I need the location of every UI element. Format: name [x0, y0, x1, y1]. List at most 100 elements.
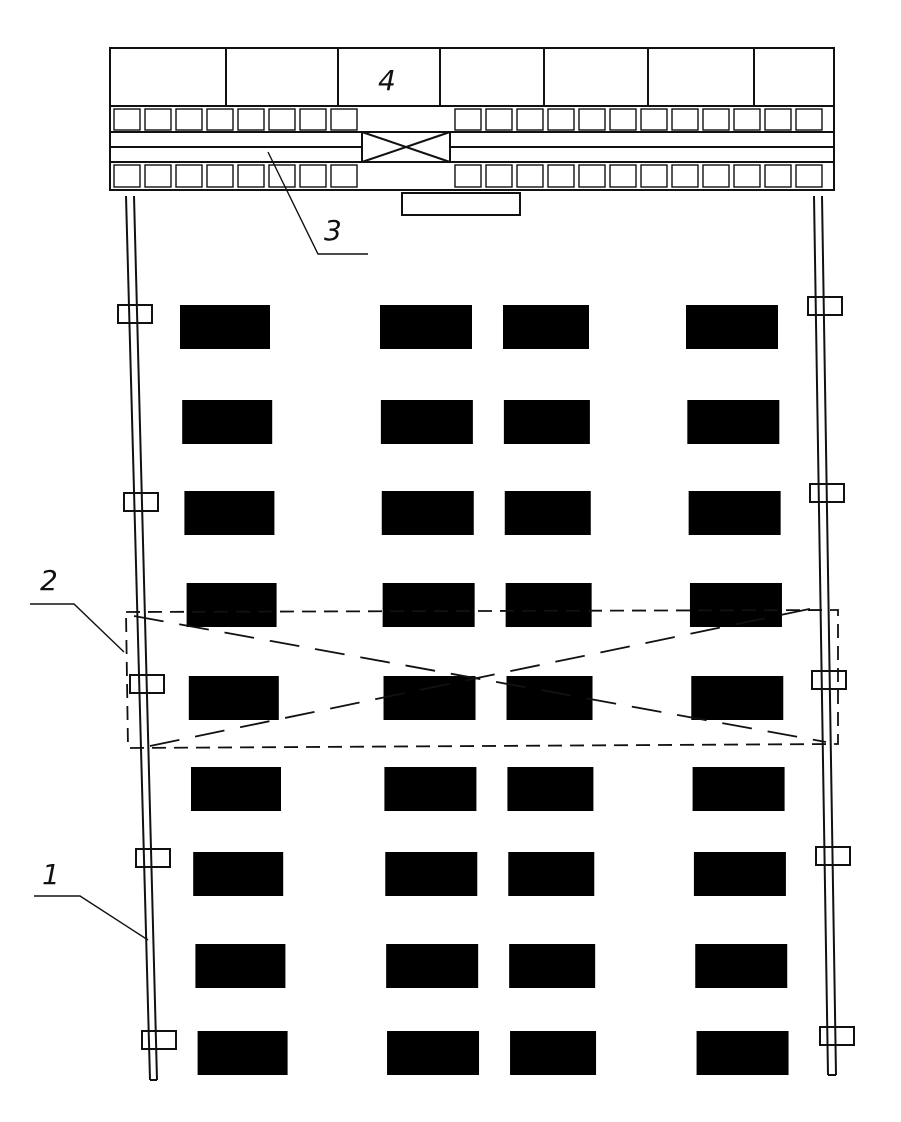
column-bracket	[809, 483, 845, 503]
beam-plate	[401, 192, 521, 216]
rail-cell	[330, 164, 358, 188]
rail-cell	[175, 108, 203, 131]
rail-cell	[609, 108, 637, 131]
window	[692, 767, 785, 811]
window	[506, 676, 593, 720]
label-4: 4	[378, 64, 396, 97]
rail-cell	[671, 108, 699, 131]
rail-cell	[516, 108, 544, 131]
column-bracket	[129, 674, 165, 694]
rail-cell	[268, 108, 296, 131]
rail-cell	[237, 164, 265, 188]
rail-cell	[764, 164, 792, 188]
column-bracket	[123, 492, 159, 512]
rail-cell	[454, 108, 482, 131]
window	[687, 400, 780, 444]
rail-cell	[795, 108, 823, 131]
rail-cell	[733, 164, 761, 188]
window	[195, 944, 286, 988]
column-brackets	[117, 296, 855, 1050]
window	[693, 852, 786, 896]
window-grid	[180, 305, 789, 1075]
rail-cell	[702, 108, 730, 131]
rail-cell	[609, 164, 637, 188]
window	[696, 1031, 789, 1075]
rail-cell	[640, 108, 668, 131]
rail-cell	[237, 108, 265, 131]
rail-cell	[485, 164, 513, 188]
rail-cell	[578, 164, 606, 188]
column-bracket	[117, 304, 153, 324]
column-bracket	[815, 846, 851, 866]
window	[688, 491, 781, 535]
window	[385, 852, 478, 896]
bracing-frame	[125, 605, 839, 749]
rail-cell	[547, 164, 575, 188]
rail-cell	[516, 164, 544, 188]
rail-cell	[485, 108, 513, 131]
label-3: 3	[267, 151, 368, 255]
column-bracket	[819, 1026, 855, 1046]
upper-cell-row	[113, 108, 823, 131]
window	[197, 1031, 288, 1075]
column-bracket	[811, 670, 847, 690]
rail-cross-box	[361, 131, 451, 163]
right-column	[813, 195, 837, 1076]
top-beam-frame	[109, 47, 835, 191]
rail-cell	[206, 108, 234, 131]
window	[508, 852, 595, 896]
window	[191, 767, 281, 811]
rail-cell	[578, 108, 606, 131]
label-4-text: 4	[378, 64, 396, 97]
label-3-text: 3	[324, 214, 342, 247]
window	[380, 305, 472, 349]
column-bracket	[135, 848, 171, 868]
lower-cell-row	[113, 164, 823, 188]
rail-cell	[175, 164, 203, 188]
window	[507, 767, 594, 811]
column-bracket	[807, 296, 843, 316]
rail-cell	[113, 108, 141, 131]
label-1: 1	[34, 858, 149, 941]
rail-cell	[702, 164, 730, 188]
rail-cell	[640, 164, 668, 188]
window	[182, 400, 273, 444]
rail-cell	[113, 164, 141, 188]
window	[382, 583, 475, 627]
rail-cell	[144, 108, 172, 131]
window	[387, 1031, 480, 1075]
window	[695, 944, 788, 988]
window	[510, 1031, 597, 1075]
window	[381, 491, 474, 535]
rail-cell	[547, 108, 575, 131]
rail-cell	[454, 164, 482, 188]
label-1-text: 1	[42, 858, 60, 891]
label-2: 2	[30, 564, 125, 653]
window	[503, 305, 589, 349]
window	[686, 305, 778, 349]
label-2-text: 2	[40, 564, 58, 597]
large-panels	[225, 48, 755, 106]
window	[505, 583, 592, 627]
rail-cell	[671, 164, 699, 188]
rail-lines	[110, 131, 834, 163]
rail-cell	[268, 164, 296, 188]
rail-cell	[764, 108, 792, 131]
rail-cell	[330, 108, 358, 131]
rail-cell	[795, 164, 823, 188]
window	[184, 491, 275, 535]
window	[509, 944, 596, 988]
window	[380, 400, 473, 444]
window	[383, 676, 476, 720]
window	[503, 400, 590, 444]
window	[188, 676, 279, 720]
rail-cell	[299, 164, 327, 188]
window	[691, 676, 784, 720]
window	[386, 944, 479, 988]
top-assembly	[109, 47, 835, 216]
left-column	[125, 195, 158, 1081]
window	[193, 852, 284, 896]
window	[186, 583, 277, 627]
rail-cell	[206, 164, 234, 188]
